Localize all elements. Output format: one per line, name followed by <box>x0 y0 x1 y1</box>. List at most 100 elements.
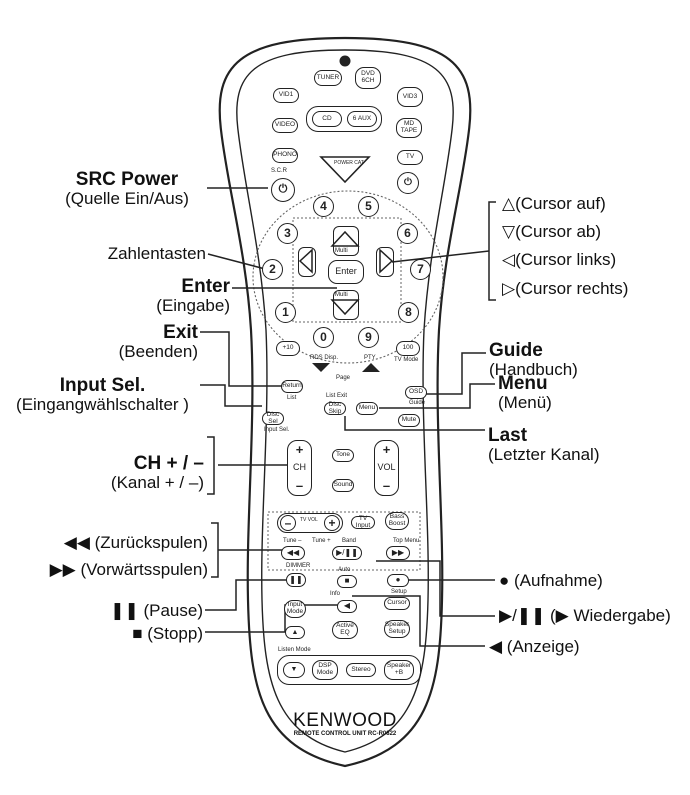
video-button[interactable]: VIDEO <box>272 118 298 133</box>
digit-6-button[interactable]: 6 <box>397 223 418 244</box>
input-sel-sub: (Eingangwählschalter ) <box>16 395 189 414</box>
6aux-button[interactable]: 6 AUX <box>347 111 377 127</box>
ir-emitter-icon <box>339 55 351 67</box>
md-tape-button[interactable]: MD TAPE <box>396 118 422 138</box>
phono-button[interactable]: PHONO <box>272 148 298 163</box>
stereo-button[interactable]: Stereo <box>346 663 376 677</box>
tone-button[interactable]: Tone <box>332 449 354 462</box>
menu-label: Menu (Menü) <box>498 374 552 412</box>
stop-button[interactable]: ■ <box>337 575 357 588</box>
vol-minus-icon[interactable]: – <box>382 478 391 494</box>
digit-0-button[interactable]: 0 <box>313 327 334 348</box>
record-button[interactable]: ● <box>387 574 409 587</box>
ch-plus-icon[interactable]: + <box>295 442 304 457</box>
rew-label: ◀◀ (Zurückspulen) <box>63 533 208 552</box>
power-triangle[interactable] <box>319 156 371 184</box>
cd-button[interactable]: CD <box>312 111 342 127</box>
plus10-button[interactable]: +10 <box>276 341 300 356</box>
tv-vol-minus-button[interactable]: – <box>280 515 296 531</box>
tv-power-button[interactable]: ⏻ <box>397 172 419 194</box>
bottom-group <box>277 655 421 685</box>
tv-vol-plus-button[interactable]: + <box>324 515 340 531</box>
exit-label: Exit (Beenden) <box>60 323 198 361</box>
enter-title: Enter <box>181 276 230 297</box>
cursor-down-icon[interactable] <box>330 299 360 316</box>
tv-mode-label: TV Mode <box>394 357 419 363</box>
tuner-button[interactable]: TUNER <box>314 70 342 86</box>
speaker-ab-button[interactable]: Speaker +B <box>384 660 414 680</box>
tune-plus-label: Tune + <box>312 538 331 544</box>
input-mode-button[interactable]: Input Mode <box>284 600 306 618</box>
vid3-button[interactable]: VID3 <box>397 87 423 107</box>
digit-3-button[interactable]: 3 <box>277 223 298 244</box>
return-button[interactable]: Return <box>281 380 303 393</box>
digit-7-button[interactable]: 7 <box>410 259 431 280</box>
ch-rocker[interactable]: + CH – <box>287 440 312 496</box>
digit-8-button[interactable]: 8 <box>398 302 419 323</box>
disc-sel-button[interactable]: Disc Sel <box>262 411 284 425</box>
menu-button[interactable]: Menu <box>356 402 378 415</box>
tune-minus-label: Tune – <box>283 538 302 544</box>
disc-skip-button[interactable]: Disc Skip <box>324 401 346 415</box>
page-down-icon[interactable] <box>312 363 330 372</box>
rew-ffw-bracket <box>211 522 219 578</box>
cursor-left-icon[interactable] <box>298 248 313 274</box>
enter-sub: (Eingabe) <box>156 296 230 315</box>
ch-label: CH <box>293 462 306 473</box>
display-button[interactable]: ◀ <box>337 600 357 613</box>
cursor-right-icon[interactable] <box>379 248 394 274</box>
cd-aux-group <box>306 106 382 132</box>
vol-plus-icon[interactable]: + <box>382 442 391 457</box>
page-up-icon[interactable] <box>362 363 380 372</box>
rew-button[interactable]: ◀◀ <box>281 546 305 560</box>
cursor-up-small-button[interactable]: ▲ <box>285 626 305 639</box>
tv-vol-label: TV VOL <box>300 517 318 523</box>
cursor-up-icon[interactable] <box>330 230 360 247</box>
brand-logo: KENWOOD <box>293 710 397 731</box>
cursor-mode-button[interactable]: Cursor <box>384 597 410 610</box>
sound-button[interactable]: Sound <box>332 479 354 492</box>
listen-mode-label: Listen Mode <box>278 647 311 653</box>
active-eq-button[interactable]: Active EQ <box>332 621 358 639</box>
guide-title: Guide <box>489 340 543 361</box>
display-label: ◀ (Anzeige) <box>489 637 580 656</box>
mute-button[interactable]: Mute <box>398 414 420 427</box>
digit-9-button[interactable]: 9 <box>358 327 379 348</box>
menu-title: Menu <box>498 373 548 394</box>
tv-input-button[interactable]: TV Input <box>351 515 375 529</box>
cursor-right-button[interactable] <box>376 247 394 277</box>
play-pause-button[interactable]: ▶/❚❚ <box>332 546 362 560</box>
ch-minus-icon[interactable]: – <box>295 478 304 494</box>
ch-bracket <box>207 436 215 495</box>
digit-4-button[interactable]: 4 <box>313 196 334 217</box>
listen-mode-button[interactable]: ▼ <box>283 662 305 678</box>
vol-rocker[interactable]: + VOL – <box>374 440 399 496</box>
setup-label: Setup <box>391 589 407 595</box>
cursor-left-button[interactable] <box>298 247 316 277</box>
tv-vol-group <box>277 513 343 533</box>
osd-button[interactable]: OSD <box>405 386 427 399</box>
speaker-setup-button[interactable]: Speaker Setup <box>384 620 410 638</box>
cursor-down-label: ▽(Cursor ab) <box>502 222 602 241</box>
pause-button[interactable]: ❚❚ <box>286 573 306 587</box>
ffw-button[interactable]: ▶▶ <box>386 546 410 560</box>
cursor-up-button[interactable] <box>333 226 359 256</box>
dsp-mode-button[interactable]: DSP Mode <box>312 660 338 680</box>
src-power-button[interactable]: ⏻ <box>271 178 295 202</box>
record-label: ● (Aufnahme) <box>499 571 603 590</box>
leader-lines <box>200 187 495 647</box>
digit-2-button[interactable]: 2 <box>262 259 283 280</box>
guide-sub: (Handbuch) <box>489 360 578 379</box>
cursor-down-button[interactable] <box>333 290 359 320</box>
bass-boost-button[interactable]: Bass Boost <box>385 512 409 530</box>
digit-5-button[interactable]: 5 <box>358 196 379 217</box>
play-pause-label: ▶/❚❚ (▶ Wiedergabe) <box>499 606 671 625</box>
tv-button[interactable]: TV <box>397 150 423 165</box>
auto-label: Auto <box>338 567 351 573</box>
digit-1-button[interactable]: 1 <box>275 302 296 323</box>
vol-label: VOL <box>377 462 396 473</box>
digit-100-button[interactable]: 100 <box>396 341 420 356</box>
enter-button[interactable]: Enter <box>328 260 364 284</box>
vid1-button[interactable]: VID1 <box>273 88 299 103</box>
dvd-6ch-button[interactable]: DVD 6CH <box>355 67 381 89</box>
